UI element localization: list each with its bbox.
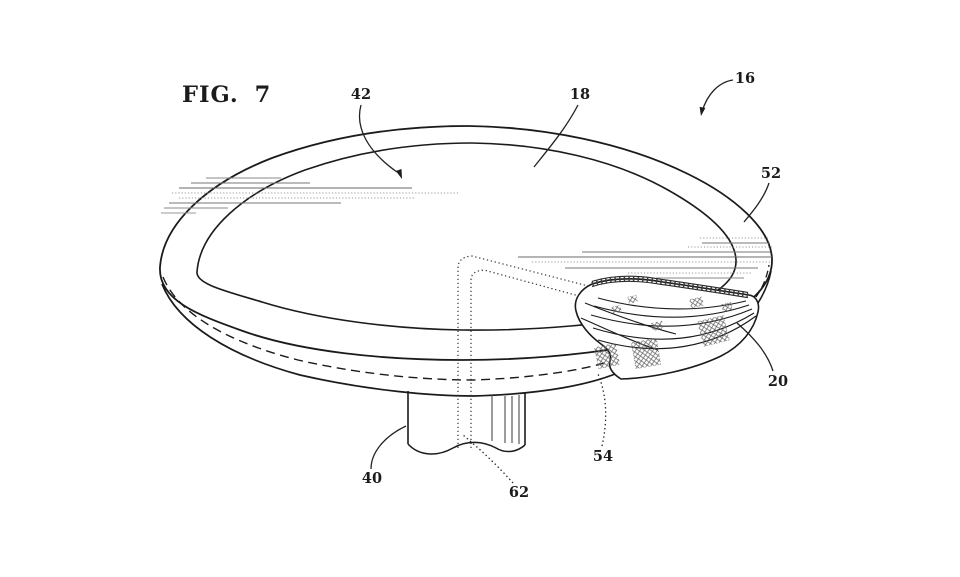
rim-hidden-seam-right-dashed: [755, 264, 770, 298]
leader-54-dotted: [597, 373, 607, 447]
hatch-tick: [611, 305, 622, 314]
cut-face-edge: [584, 302, 677, 335]
hatch-patch: [630, 337, 662, 370]
rim-assembly: [159, 125, 773, 397]
figure-labels: FIG. 7 42 18 16 52 20 54 62 40: [182, 70, 788, 501]
ref-numeral-54: 54: [593, 448, 613, 465]
ref-numeral-16: 16: [735, 70, 755, 87]
hatch-tick: [689, 296, 704, 309]
peel-edge-lower-rail: [591, 280, 749, 299]
conduit-hidden-line-outer: [457, 255, 593, 448]
leader-52: [743, 182, 770, 223]
figure-title: FIG. 7: [182, 82, 271, 108]
hidden-conduit: [457, 255, 593, 448]
leader-42: [358, 104, 398, 173]
hatch-tick: [651, 320, 664, 331]
arrowhead-42: [395, 169, 402, 179]
rim-outer-edge: [159, 125, 773, 361]
surface-shading-left: [161, 177, 458, 214]
sensor-band: [574, 275, 760, 380]
hatch-tick: [721, 301, 733, 313]
sensor-band-hatch-patches: [593, 295, 733, 370]
leader-18: [533, 104, 579, 168]
leader-16: [701, 79, 734, 113]
leader-40: [370, 425, 407, 470]
ref-numeral-20: 20: [768, 373, 788, 390]
ref-numeral-42: 42: [351, 86, 371, 103]
ref-numeral-62: 62: [509, 484, 529, 501]
sensor-band-peel-edge: [591, 275, 749, 299]
rim-bottom-edge: [161, 283, 621, 397]
ref-numeral-52: 52: [761, 165, 781, 182]
hatch-patch: [593, 342, 621, 370]
leader-20: [736, 322, 774, 372]
peel-edge-upper-rail: [591, 275, 749, 293]
ref-numeral-40: 40: [362, 470, 382, 487]
conduit-hidden-line-inner: [470, 269, 591, 448]
layer-line: [590, 308, 753, 327]
surface-shading-right: [518, 237, 772, 279]
arrowhead-16: [699, 106, 706, 116]
leader-lines: [358, 79, 774, 484]
leader-62-dotted: [462, 434, 514, 484]
hatch-tick: [627, 295, 638, 304]
rim-hidden-seam-dashed: [162, 276, 619, 381]
pedestal-column: [407, 391, 526, 455]
column-break-line: [407, 441, 526, 455]
ref-numeral-18: 18: [570, 86, 590, 103]
hatch-patch: [697, 314, 730, 347]
